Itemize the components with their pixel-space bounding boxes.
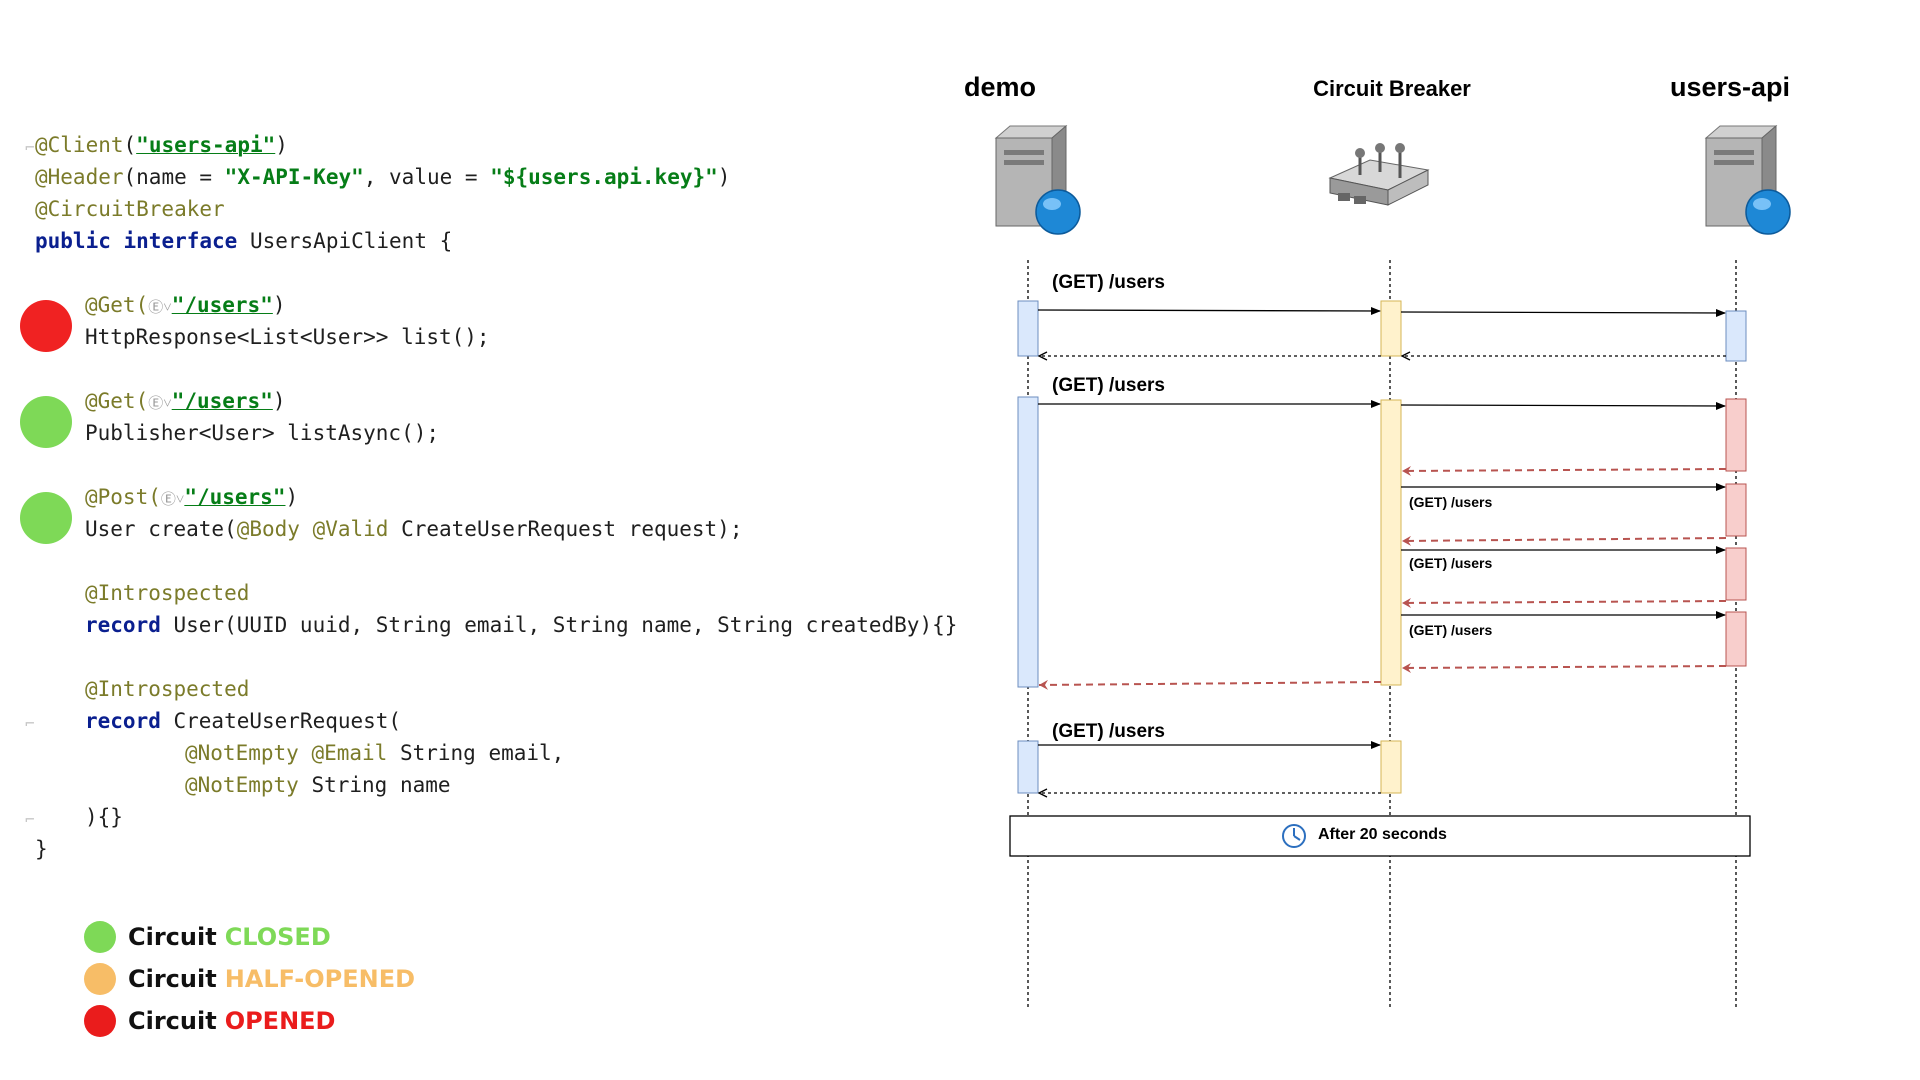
globe-icon[interactable]: Ⓔ˅ — [148, 394, 172, 412]
activation-breaker — [1380, 740, 1402, 794]
activation-users-api-failure — [1725, 398, 1747, 472]
activation-breaker — [1380, 399, 1402, 686]
message-label: (GET) /users — [1052, 272, 1165, 293]
activation-demo — [1017, 300, 1039, 357]
activation-users-api-failure — [1725, 547, 1747, 601]
legend-half-opened: Circuit HALF-OPENED — [84, 962, 415, 996]
status-dot-list-async-closed — [20, 396, 72, 448]
code-line-interface-close: } — [35, 837, 48, 861]
globe-icon[interactable]: Ⓔ˅ — [160, 490, 185, 508]
activation-users-api-failure — [1725, 611, 1747, 667]
globe-icon[interactable]: Ⓔ˅ — [148, 298, 172, 316]
code-line-record-close: ){} — [85, 805, 123, 829]
code-line-introspected-user: @Introspected — [85, 581, 250, 605]
arrow-failure — [1401, 535, 1727, 546]
code-line-request-record: record CreateUserRequest( — [85, 709, 402, 733]
code-line-interface: public interface UsersApiClient { — [35, 229, 453, 253]
arrow-failure — [1401, 465, 1727, 476]
arrow-request — [1037, 306, 1381, 315]
code-line-list-async: Publisher<User> listAsync(); — [85, 421, 440, 445]
arrow-failure — [1401, 597, 1727, 608]
code-line-field-name: @NotEmpty String name — [185, 773, 451, 797]
diagram-canvas — [994, 124, 1791, 1010]
fold-marker[interactable]: ⌐ — [25, 714, 35, 733]
arrow-request — [1400, 308, 1726, 317]
legend-dot-closed — [84, 921, 116, 953]
clock-icon — [1282, 824, 1306, 848]
circuit-breaker-device-icon — [1328, 143, 1430, 206]
code-line-create: User create(@Body @Valid CreateUserReque… — [85, 517, 743, 541]
message-label: (GET) /users — [1409, 555, 1493, 571]
activation-demo — [1017, 740, 1039, 794]
activation-users-api — [1725, 310, 1747, 362]
actor-circuit-breaker-label: Circuit Breaker — [1313, 76, 1471, 101]
legend-opened: Circuit OPENED — [84, 1004, 335, 1038]
activation-demo — [1017, 396, 1039, 688]
code-line-get-list-async: @Get(Ⓔ˅"/users") — [85, 389, 286, 413]
activation-breaker — [1380, 300, 1402, 357]
code-panel: ⌐ @Client("users-api") @Header(name = "X… — [20, 133, 958, 1038]
code-line-list: HttpResponse<List<User>> list(); — [85, 325, 490, 349]
message-label: (GET) /users — [1409, 622, 1493, 638]
code-line-header: @Header(name = "X-API-Key", value = "${u… — [35, 165, 731, 189]
actor-users-api-label: users-api — [1669, 72, 1791, 102]
status-dot-create-closed — [20, 492, 72, 544]
arrow-failure — [1401, 662, 1727, 673]
code-line-field-email: @NotEmpty @Email String email, — [185, 741, 565, 765]
server-globe-icon — [994, 124, 1081, 235]
sequence-diagram: demo Circuit Breaker users-api — [964, 0, 1920, 1080]
arrow-failure — [1038, 679, 1382, 690]
note-box — [1009, 815, 1751, 857]
message-label: (GET) /users — [1052, 721, 1165, 742]
legend-closed: Circuit CLOSED — [84, 920, 331, 954]
message-label: (GET) /users — [1409, 494, 1493, 510]
actor-demo-label: demo — [963, 72, 1036, 102]
activation-users-api-failure — [1725, 483, 1747, 537]
fold-marker[interactable]: ⌐ — [25, 138, 35, 157]
legend-dot-opened — [84, 1005, 116, 1037]
arrow-request — [1400, 401, 1726, 410]
server-globe-icon — [1704, 124, 1791, 235]
message-label: (GET) /users — [1052, 375, 1165, 396]
code-line-circuit-breaker: @CircuitBreaker — [35, 197, 225, 221]
code-line-user-record: record User(UUID uuid, String email, Str… — [85, 613, 958, 637]
legend-dot-half-opened — [84, 963, 116, 995]
code-line-get-list: @Get(Ⓔ˅"/users") — [85, 293, 286, 317]
code-line-post: @Post(Ⓔ˅"/users") — [85, 485, 299, 509]
code-line-introspected-request: @Introspected — [85, 677, 250, 701]
status-dot-list-opened — [20, 300, 72, 352]
fold-marker[interactable]: ⌐ — [25, 810, 35, 829]
note-label: After 20 seconds — [1318, 826, 1447, 843]
code-line-client: @Client("users-api") — [35, 133, 288, 157]
